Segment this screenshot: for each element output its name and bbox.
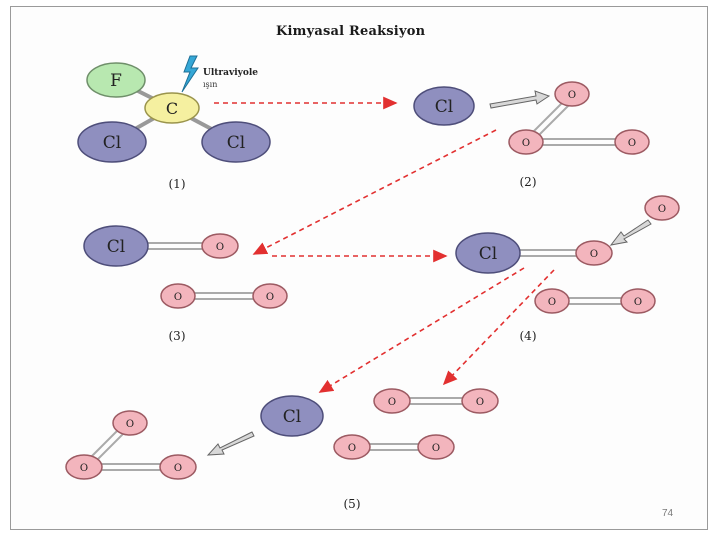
svg-text:O: O: [388, 397, 396, 408]
atom-chlorine: Cl: [83, 225, 149, 267]
svg-text:O: O: [476, 397, 484, 408]
svg-text:F: F: [110, 71, 122, 91]
atom-oxygen: O: [554, 81, 590, 107]
atom-oxygen: O: [373, 388, 411, 414]
atom-oxygen: O: [252, 283, 288, 309]
uv-label-secondary: ışın: [203, 80, 217, 89]
uv-label: Ultraviyole: [203, 68, 258, 78]
svg-text:O: O: [658, 204, 666, 215]
atom-oxygen: O: [534, 288, 570, 314]
atom-chlorine: Cl: [201, 121, 271, 163]
atom-oxygen: O: [614, 129, 650, 155]
svg-text:O: O: [174, 292, 182, 303]
svg-text:O: O: [522, 138, 530, 149]
atom-oxygen: O: [575, 240, 613, 266]
atom-oxygen: O: [201, 233, 239, 259]
svg-text:O: O: [348, 443, 356, 454]
svg-text:O: O: [568, 90, 576, 101]
page-number: 74: [662, 508, 674, 519]
step-1-molecule: F C Cl Cl: [77, 62, 271, 163]
step-2-cl: Cl: [413, 86, 475, 126]
step-4-clo: Cl O: [455, 232, 613, 274]
svg-text:Cl: Cl: [479, 244, 497, 264]
step-3-clo: Cl O: [83, 225, 239, 267]
atom-oxygen: O: [159, 454, 197, 480]
svg-text:Cl: Cl: [227, 133, 245, 153]
step-2-o2: O O O: [508, 81, 650, 155]
atom-oxygen: O: [508, 129, 544, 155]
svg-text:O: O: [266, 292, 274, 303]
step-5-o3: O O O: [65, 410, 197, 480]
atom-fluorine: F: [86, 62, 146, 98]
atom-oxygen: O: [644, 195, 680, 221]
svg-text:C: C: [166, 99, 178, 118]
svg-text:O: O: [216, 242, 224, 253]
svg-text:Cl: Cl: [107, 237, 125, 257]
step-label: (4): [520, 329, 537, 343]
svg-text:O: O: [590, 249, 598, 260]
step-5-o2-lower: O O: [333, 434, 455, 460]
svg-text:Cl: Cl: [435, 97, 453, 117]
movement-arrow: [489, 90, 551, 109]
lightning-icon: [181, 55, 199, 93]
step-3-o2: O O: [160, 283, 288, 309]
reaction-arrow: [252, 129, 497, 255]
atom-carbon: C: [144, 92, 200, 124]
atom-oxygen: O: [65, 454, 103, 480]
svg-text:O: O: [628, 138, 636, 149]
step-5-cl: Cl: [260, 395, 324, 437]
svg-text:Cl: Cl: [103, 133, 121, 153]
atom-chlorine: Cl: [455, 232, 521, 274]
atom-oxygen: O: [620, 288, 656, 314]
atom-chlorine: Cl: [77, 121, 147, 163]
atom-oxygen: O: [112, 410, 148, 436]
step-4-o2: O O: [534, 288, 656, 314]
diagram-title: Kimyasal Reaksiyon: [276, 24, 426, 39]
svg-text:O: O: [548, 297, 556, 308]
atom-oxygen: O: [461, 388, 499, 414]
movement-arrow: [609, 219, 652, 246]
atom-oxygen: O: [333, 434, 371, 460]
step-5-o2-upper: O O: [373, 388, 499, 414]
atom-oxygen: O: [417, 434, 455, 460]
svg-text:O: O: [126, 419, 134, 430]
reaction-arrow: [442, 269, 555, 386]
step-label: (1): [169, 177, 186, 191]
step-label: (2): [520, 175, 537, 189]
svg-text:O: O: [80, 463, 88, 474]
step-label: (5): [344, 497, 361, 511]
step-label: (3): [169, 329, 186, 343]
svg-text:O: O: [634, 297, 642, 308]
svg-text:O: O: [432, 443, 440, 454]
svg-text:Cl: Cl: [283, 407, 301, 427]
atom-oxygen: O: [160, 283, 196, 309]
svg-text:O: O: [174, 463, 182, 474]
reaction-arrow: [318, 267, 525, 393]
movement-arrow: [206, 431, 255, 456]
